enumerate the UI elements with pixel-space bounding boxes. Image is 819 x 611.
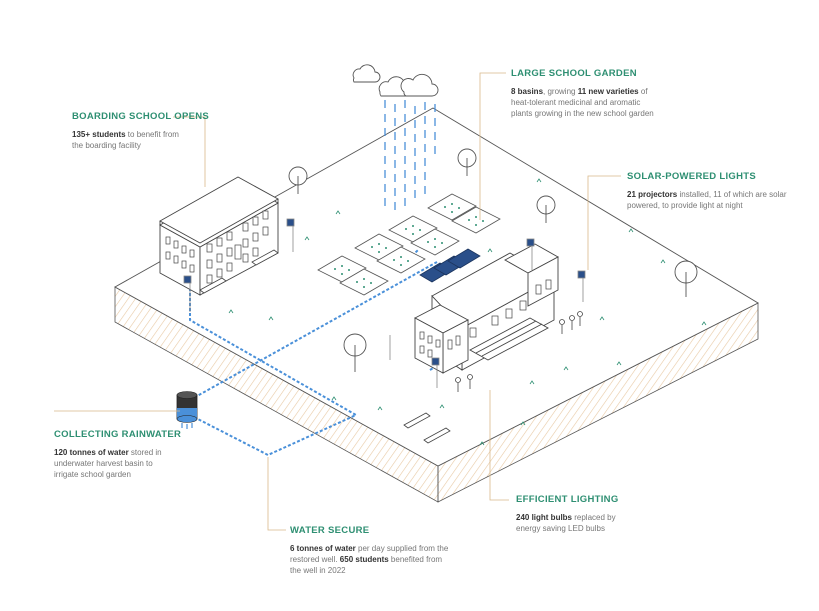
cloud-icon [352,64,439,97]
bench-icon [199,249,451,444]
callout-description: 135+ students to benefit from the boardi… [72,130,179,150]
callout-title: WATER SECURE [290,525,370,536]
grass-tufts [228,178,707,446]
callout-solar-lights: SOLAR-POWERED LIGHTS 21 projectors insta… [627,171,819,211]
callout-efficient-lighting: EFFICIENT LIGHTING 240 light bulbs repla… [516,494,716,534]
callout-leader-lines [54,72,621,531]
solar-lamp-icon [183,218,586,388]
callout-rainwater: COLLECTING RAINWATER 120 tonnes of water… [54,429,254,480]
boarding-windows [165,210,269,284]
callout-school-garden: LARGE SCHOOL GARDEN 8 basins, growing 11… [511,68,711,119]
garden-plants [334,203,484,288]
garden-basins [317,193,501,296]
tree-icon [288,148,698,372]
callout-boarding-school: BOARDING SCHOOL OPENS 135+ students to b… [72,111,272,151]
callout-title: SOLAR-POWERED LIGHTS [627,171,756,182]
callout-title: EFFICIENT LIGHTING [516,494,619,505]
school-windows [419,279,552,358]
callout-description: 240 light bulbs replaced by energy savin… [516,513,616,533]
callout-title: BOARDING SCHOOL OPENS [72,111,210,122]
callout-description: 8 basins, growing 11 new varieties of he… [511,87,654,118]
callout-title: COLLECTING RAINWATER [54,429,182,440]
students-icon [455,311,583,392]
callout-description: 21 projectors installed, 11 of which are… [627,190,787,210]
callout-description: 120 tonnes of water stored in underwater… [54,448,162,479]
callout-description: 6 tonnes of water per day supplied from … [290,544,449,575]
callout-water-secure: WATER SECURE 6 tonnes of water per day s… [290,525,490,576]
rainwater-tank-icon [176,391,198,429]
solar-panel-icon [419,248,481,283]
rain-icon [384,100,436,210]
callout-title: LARGE SCHOOL GARDEN [511,68,637,79]
